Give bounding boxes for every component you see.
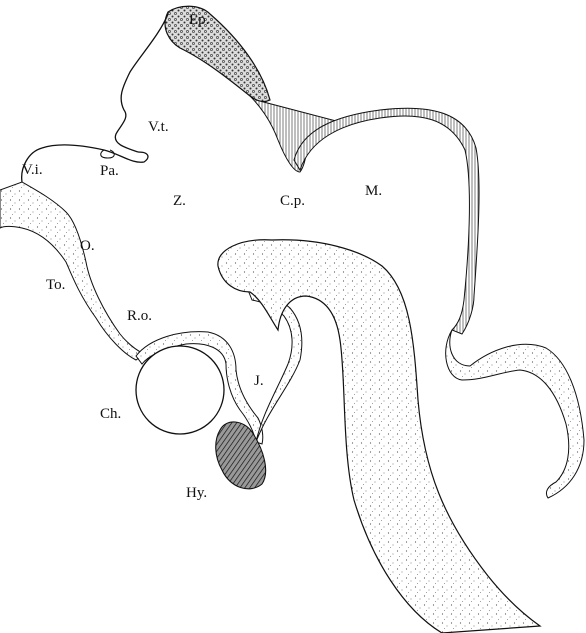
floor-plate-mass [218,240,540,633]
epiphysis-mass [165,6,270,101]
label-hy: Hy. [186,485,207,501]
telencephalon-wall [0,182,144,360]
optic-chiasma [136,346,224,434]
label-j: J. [254,373,264,389]
label-z: Z. [173,193,186,209]
label-ch: Ch. [100,406,121,422]
label-to: To. [46,277,65,293]
label-o: O. [80,238,95,254]
label-vi: V.i. [22,162,43,178]
label-pa: Pa. [100,163,119,179]
label-vt: V.t. [148,119,169,135]
label-ro: R.o. [127,308,152,324]
label-m: M. [365,183,382,199]
hindbrain-wall [446,330,584,498]
label-ep: Ep. [189,12,209,28]
label-cp: C.p. [280,193,305,209]
